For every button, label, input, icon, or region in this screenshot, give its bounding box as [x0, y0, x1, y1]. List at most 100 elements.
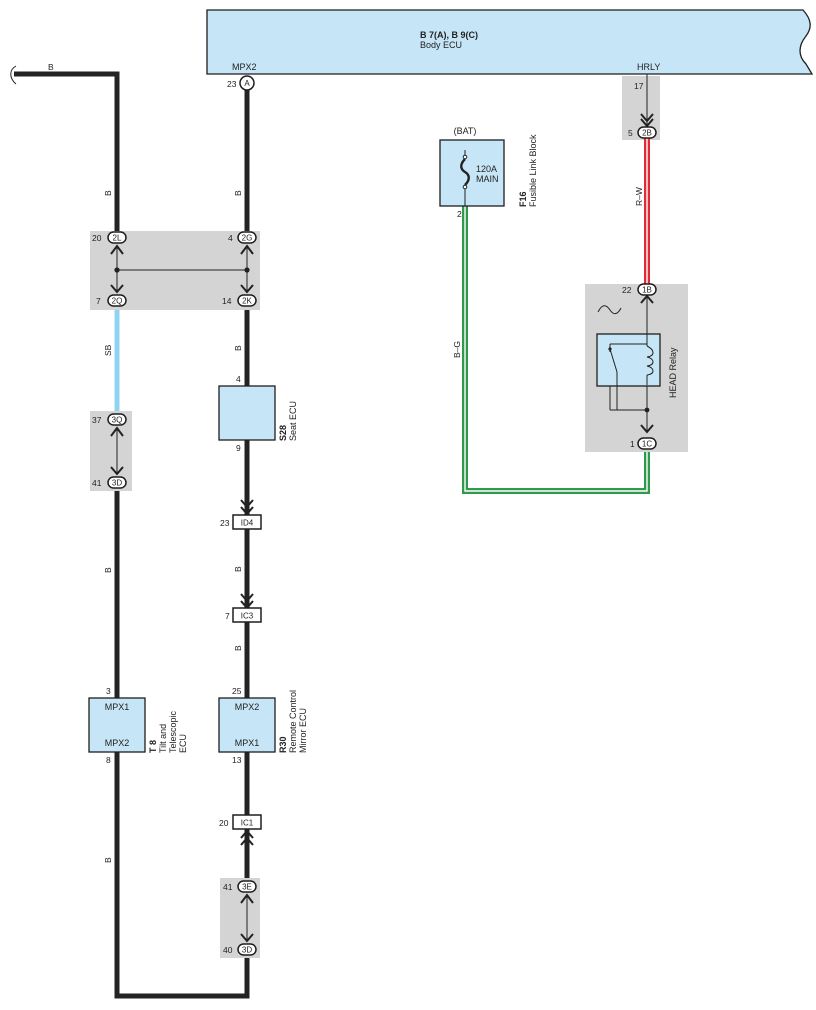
connector-3D-lower[interactable]: 3D: [237, 943, 257, 956]
svg-text:2Q: 2Q: [112, 297, 123, 306]
connector-2B[interactable]: 2B: [637, 126, 657, 139]
pin-14-2K: 14: [222, 296, 232, 306]
pin-8-tilt: 8: [106, 755, 111, 765]
seat-ecu-name: Seat ECU: [288, 401, 298, 441]
connector-2L[interactable]: 2L: [107, 231, 127, 244]
pin-5-2B: 5: [628, 128, 633, 138]
pin-22-1B: 22: [622, 285, 632, 295]
tilt-ecu-term-mpx1: MPX1: [105, 702, 130, 712]
junction-2L-2G-internal: [114, 246, 250, 292]
pin-40-3D: 40: [223, 945, 233, 955]
connector-IC3[interactable]: IC3: [232, 607, 262, 623]
wire-label-left-bottom: B: [103, 857, 113, 863]
connector-IC1[interactable]: IC1: [232, 814, 262, 830]
connector-heads: [110, 113, 654, 943]
svg-text:2B: 2B: [642, 129, 652, 138]
connector-3D-upper[interactable]: 3D: [107, 476, 127, 489]
svg-text:3E: 3E: [242, 883, 252, 892]
mirror-ecu-name-2: Mirror ECU: [298, 708, 308, 753]
pin-4-seat: 4: [236, 374, 241, 384]
svg-text:1B: 1B: [642, 286, 652, 295]
seat-ecu-box[interactable]: [218, 385, 276, 441]
svg-text:IC1: IC1: [241, 819, 254, 828]
connector-A[interactable]: A: [239, 75, 255, 91]
wire-label-bg: B–G: [452, 341, 462, 358]
tilt-ecu-term-mpx2: MPX2: [105, 738, 130, 748]
mirror-ecu-term-mpx1: MPX1: [235, 738, 260, 748]
wire-label-mid-id4: B: [233, 566, 243, 572]
pin-3-tilt: 3: [106, 686, 111, 696]
tilt-ecu-code: T 8: [148, 740, 158, 753]
wire-label-mid-seat: B: [233, 345, 243, 351]
pin-4-2G: 4: [228, 233, 233, 243]
body-ecu-box[interactable]: [206, 9, 814, 75]
svg-text:1C: 1C: [642, 440, 652, 449]
pin-20-2L: 20: [92, 233, 102, 243]
wire-label-rw: R–W: [634, 187, 644, 206]
pin-37-3Q: 37: [92, 415, 102, 425]
pin-23-ID4: 23: [220, 518, 230, 528]
mirror-ecu-name-1: Remote Control: [288, 690, 298, 753]
connector-3Q[interactable]: 3Q: [107, 413, 127, 426]
svg-text:2G: 2G: [242, 234, 253, 243]
fuse-name: MAIN: [476, 174, 499, 184]
tilt-ecu-name-2: Telescopic: [168, 710, 178, 753]
pin-41-3E: 41: [223, 882, 233, 892]
connector-2G[interactable]: 2G: [237, 231, 257, 244]
svg-text:IC3: IC3: [241, 612, 254, 621]
wire-label-top-left: B: [48, 62, 54, 72]
wire-b-left-bottom[interactable]: [114, 752, 250, 999]
svg-text:3Q: 3Q: [112, 416, 123, 425]
pin-41-3D: 41: [92, 478, 102, 488]
wire-label-mid-ic3: B: [233, 645, 243, 651]
svg-text:3D: 3D: [242, 946, 252, 955]
body-ecu-terminal-hrly: HRLY: [637, 62, 660, 72]
relay-symbol-icon: [597, 305, 622, 315]
fuse-icon: [460, 150, 470, 206]
connector-ID4[interactable]: ID4: [232, 514, 262, 530]
wire-label-left-upper: B: [103, 190, 113, 196]
fuse-rating: 120A: [476, 164, 497, 174]
pin-17-hrly: 17: [634, 81, 644, 91]
tilt-ecu-name-1: Tilt and: [158, 724, 168, 753]
connector-1B[interactable]: 1B: [637, 283, 657, 296]
svg-text:2K: 2K: [242, 297, 252, 306]
pin-9-seat: 9: [236, 443, 241, 453]
fusible-link-bat-label: (BAT): [454, 126, 477, 136]
wire-b-top-left[interactable]: [14, 71, 120, 231]
pin-23-A: 23: [227, 79, 237, 89]
svg-text:2L: 2L: [113, 234, 122, 243]
body-ecu-title: B 7(A), B 9(C): [420, 30, 478, 40]
head-relay-box[interactable]: [596, 333, 661, 387]
connector-2K[interactable]: 2K: [237, 294, 257, 307]
pin-25-mirror: 25: [232, 686, 242, 696]
tilt-ecu-box[interactable]: [88, 697, 146, 753]
wire-label-sb: SB: [103, 344, 113, 356]
wire-bg[interactable]: [462, 206, 650, 494]
svg-text:3D: 3D: [112, 479, 122, 488]
fusible-link-box[interactable]: [439, 139, 505, 207]
svg-text:A: A: [244, 79, 250, 88]
connector-2Q[interactable]: 2Q: [107, 294, 127, 307]
wire-label-mid-upper: B: [233, 190, 243, 196]
wire-label-left-lower: B: [103, 567, 113, 573]
pin-7-IC3: 7: [225, 611, 230, 621]
pin-13-mirror: 13: [232, 755, 242, 765]
pin-2-fusible: 2: [457, 209, 462, 219]
pin-20-IC1: 20: [219, 818, 229, 828]
svg-text:ID4: ID4: [241, 519, 254, 528]
connector-3E[interactable]: 3E: [237, 880, 257, 893]
head-relay-name: HEAD Relay: [668, 347, 678, 398]
tilt-ecu-name-3: ECU: [178, 734, 188, 753]
mirror-ecu-code: R30: [278, 736, 288, 753]
connector-1C[interactable]: 1C: [637, 437, 657, 450]
relay-internal-icon: [608, 296, 654, 413]
mirror-ecu-term-mpx2: MPX2: [235, 702, 260, 712]
body-ecu-name: Body ECU: [420, 40, 462, 50]
wire-tail: [10, 65, 17, 85]
pin-1-1C: 1: [630, 439, 635, 449]
mirror-ecu-box[interactable]: [218, 697, 276, 753]
body-ecu-terminal-mpx2: MPX2: [232, 62, 257, 72]
